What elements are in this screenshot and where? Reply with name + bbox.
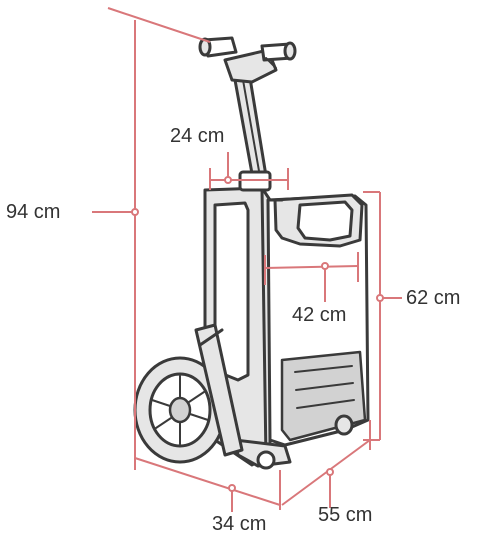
height-label: 94 cm [6,201,61,223]
length-label: 55 cm [318,504,373,526]
seat-height-label: 62 cm [406,287,461,309]
front-wheel [133,323,244,464]
dimension-lines [92,7,402,512]
handle-width-label: 24 cm [170,125,225,147]
steering-column [198,36,297,192]
seat-width-label: 42 cm [292,304,347,326]
width-label: 34 cm [212,513,267,535]
